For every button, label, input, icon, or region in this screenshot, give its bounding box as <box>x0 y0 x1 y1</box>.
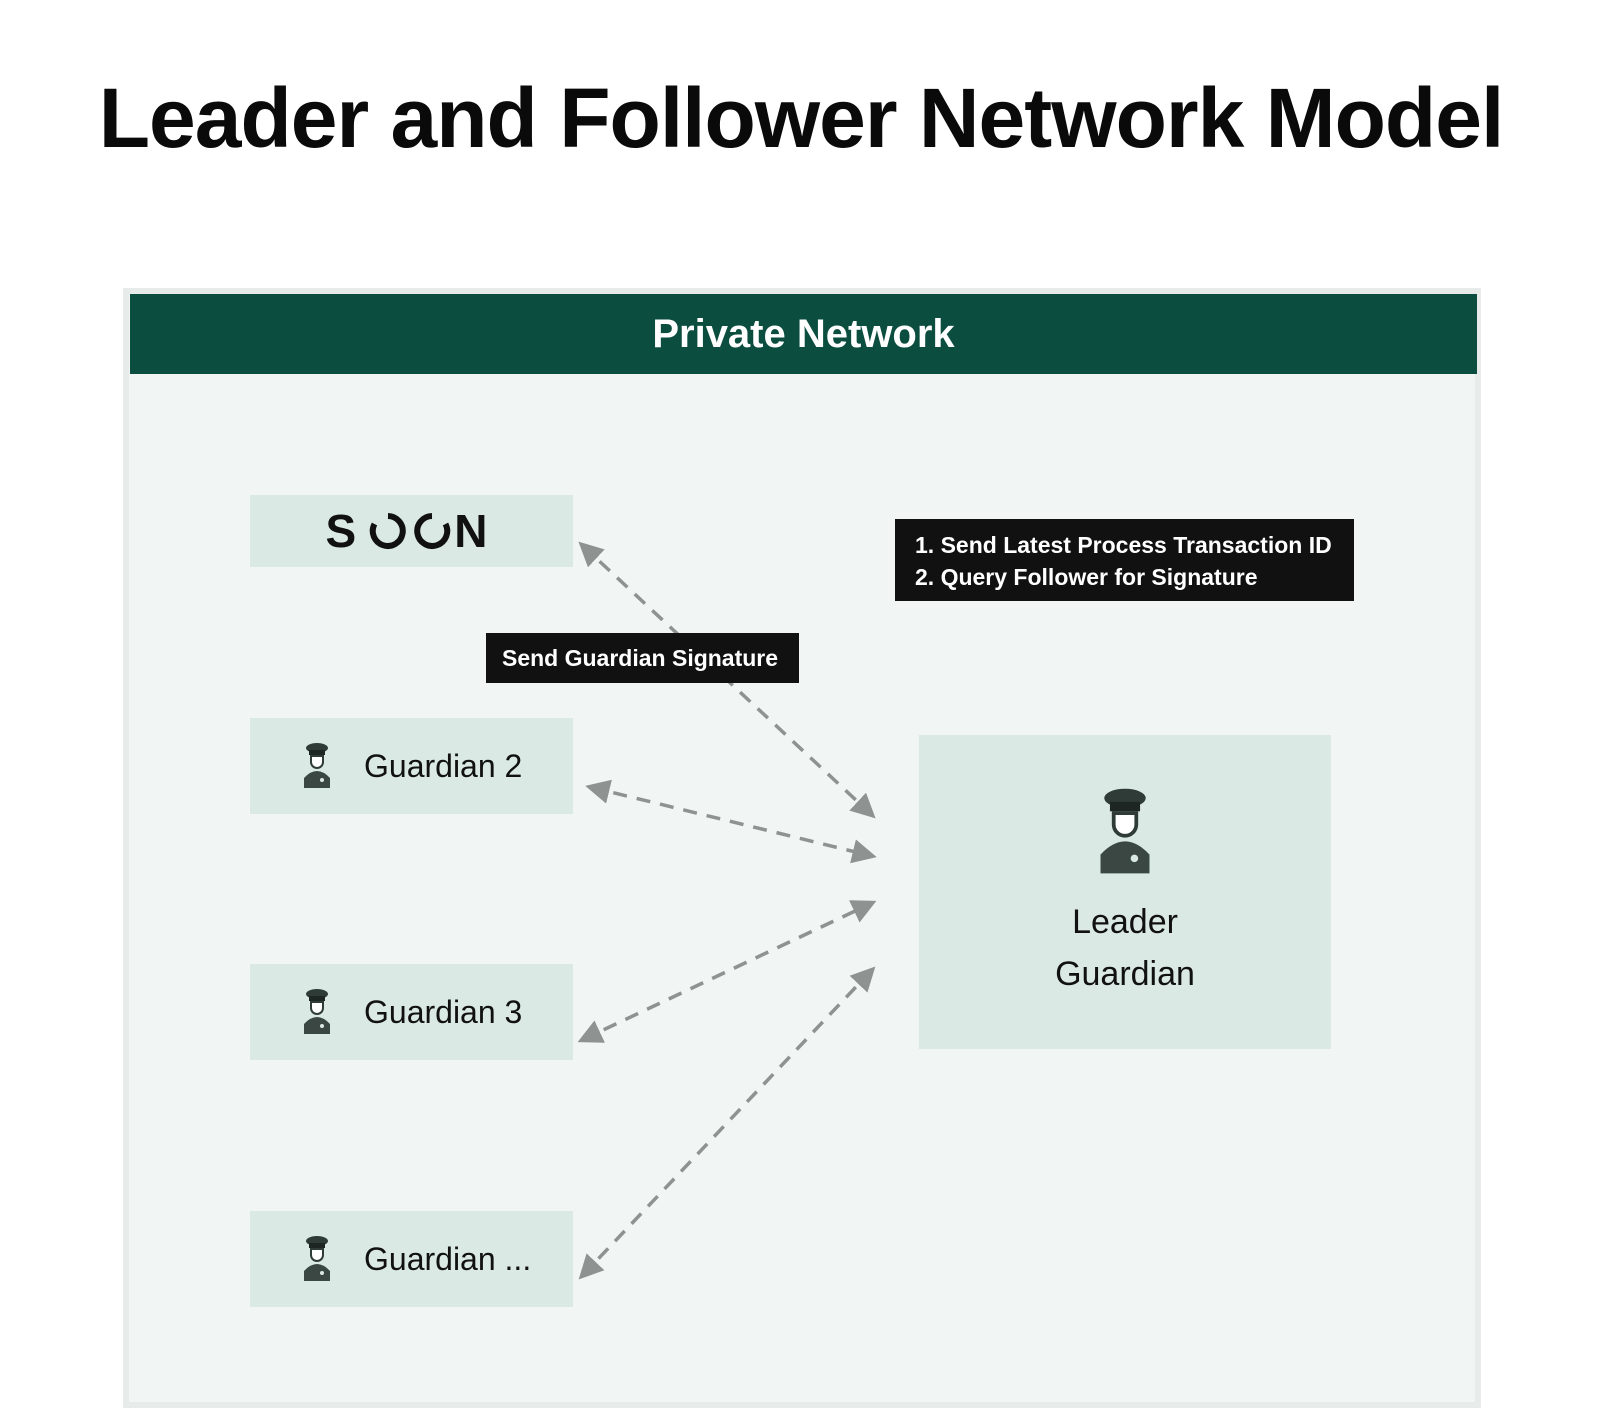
step-1: 1. Send Latest Process Transaction ID <box>915 532 1332 558</box>
soon-node: S N <box>250 495 573 567</box>
leader-guardian-node: Leader Guardian <box>919 735 1331 1049</box>
leader-label-line2: Guardian <box>1055 955 1195 993</box>
broken-ring-icon <box>370 513 406 549</box>
soon-logo: S N <box>326 504 498 558</box>
guard-person-icon <box>304 1236 330 1281</box>
guard-person-icon <box>304 989 330 1034</box>
guard-person-icon <box>304 743 330 788</box>
guardian-label: Guardian ... <box>364 1240 532 1277</box>
guardian-node: Guardian ... <box>250 1211 573 1307</box>
guardian-label: Guardian 3 <box>364 993 523 1030</box>
arrow-guardian2-leader <box>585 779 877 864</box>
guardian-label: Guardian 2 <box>364 747 523 784</box>
guard-person-icon <box>1100 788 1150 874</box>
broken-ring-icon <box>414 513 451 549</box>
panel-header: Private Network <box>130 294 1477 374</box>
steps-callout: 1. Send Latest Process Transaction ID 2.… <box>895 519 1354 601</box>
logo-letter-n: N <box>454 505 498 557</box>
arrow-guardian3-leader <box>577 900 877 1043</box>
step-2: 2. Query Follower for Signature <box>915 564 1258 590</box>
guardian-node: Guardian 2 <box>250 718 573 814</box>
page-title: Leader and Follower Network Model <box>98 71 1505 165</box>
leader-label-line1: Leader <box>1072 903 1178 941</box>
logo-letter-s: S <box>325 505 367 557</box>
leader-label: Leader Guardian <box>1055 896 1195 1000</box>
signature-callout: Send Guardian Signature <box>486 633 799 683</box>
guardian-node: Guardian 3 <box>250 964 573 1060</box>
arrow-guardian-n-leader <box>578 966 876 1280</box>
